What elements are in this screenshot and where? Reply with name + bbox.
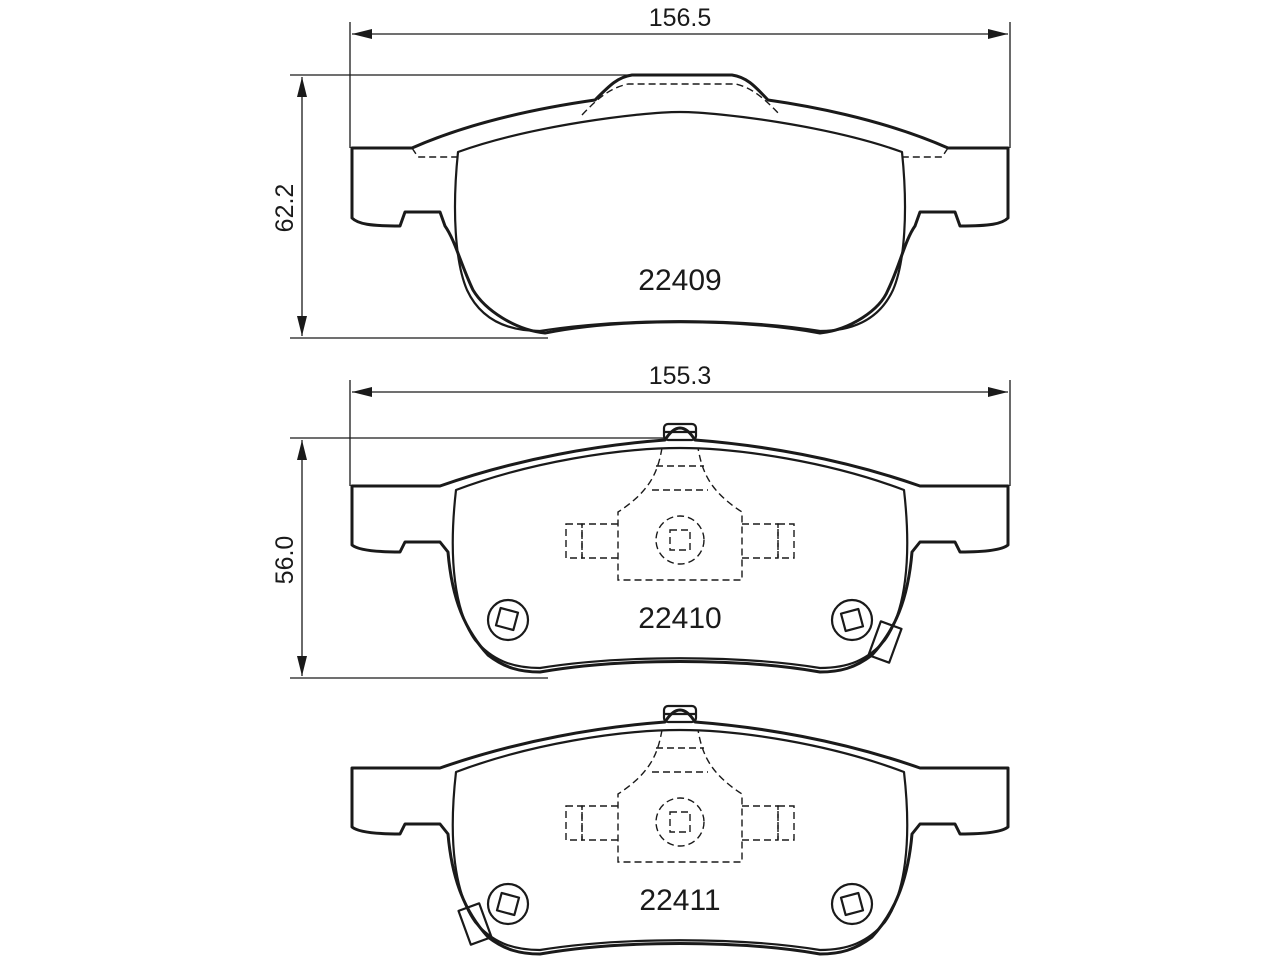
pad-22411-sensor-clip — [457, 902, 493, 946]
dimension-height-pad2: 56.0 — [271, 437, 664, 679]
part-number-22410: 22410 — [638, 602, 721, 635]
dimension-width-pad2: 155.3 — [349, 362, 1011, 486]
pad-22409-hidden-edge-top — [581, 83, 781, 116]
part-number-22409: 22409 — [638, 264, 721, 297]
dimension-label-155-3: 155.3 — [649, 362, 712, 390]
dimension-label-56-0: 56.0 — [271, 536, 299, 585]
dimension-label-156-5: 156.5 — [649, 4, 712, 32]
brake-pad-22410: 22410 — [350, 422, 1010, 674]
pad-22410-hidden-piston-mount — [617, 447, 743, 581]
dimension-label-62-2: 62.2 — [271, 184, 299, 233]
dimension-height-pad1: 62.2 — [271, 74, 630, 339]
pad-22410-rivet-left — [486, 598, 530, 642]
pad-22411-friction-material — [451, 728, 909, 952]
brake-pad-22411: 22411 — [350, 704, 1010, 956]
pad-22410-piston-circle — [655, 515, 705, 565]
pad-22410-sensor-clip — [867, 620, 903, 664]
pad-22411-rivet-right — [830, 882, 874, 926]
part-number-22411: 22411 — [639, 884, 720, 917]
pad-22409-friction-material — [453, 110, 907, 333]
pad-22410-friction-material — [451, 446, 909, 670]
dimension-width-pad1: 156.5 — [349, 4, 1011, 148]
pad-22409-hidden-edge-right — [902, 147, 949, 158]
pad-22410-rivet-right — [830, 598, 874, 642]
pad-22411-piston-circle — [655, 797, 705, 847]
pad-22411-hidden-piston-mount — [617, 729, 743, 863]
pad-22409-hidden-edge-left — [411, 147, 458, 158]
pad-22411-rivet-left — [486, 882, 530, 926]
brake-pad-22409: 22409 — [350, 73, 1010, 335]
